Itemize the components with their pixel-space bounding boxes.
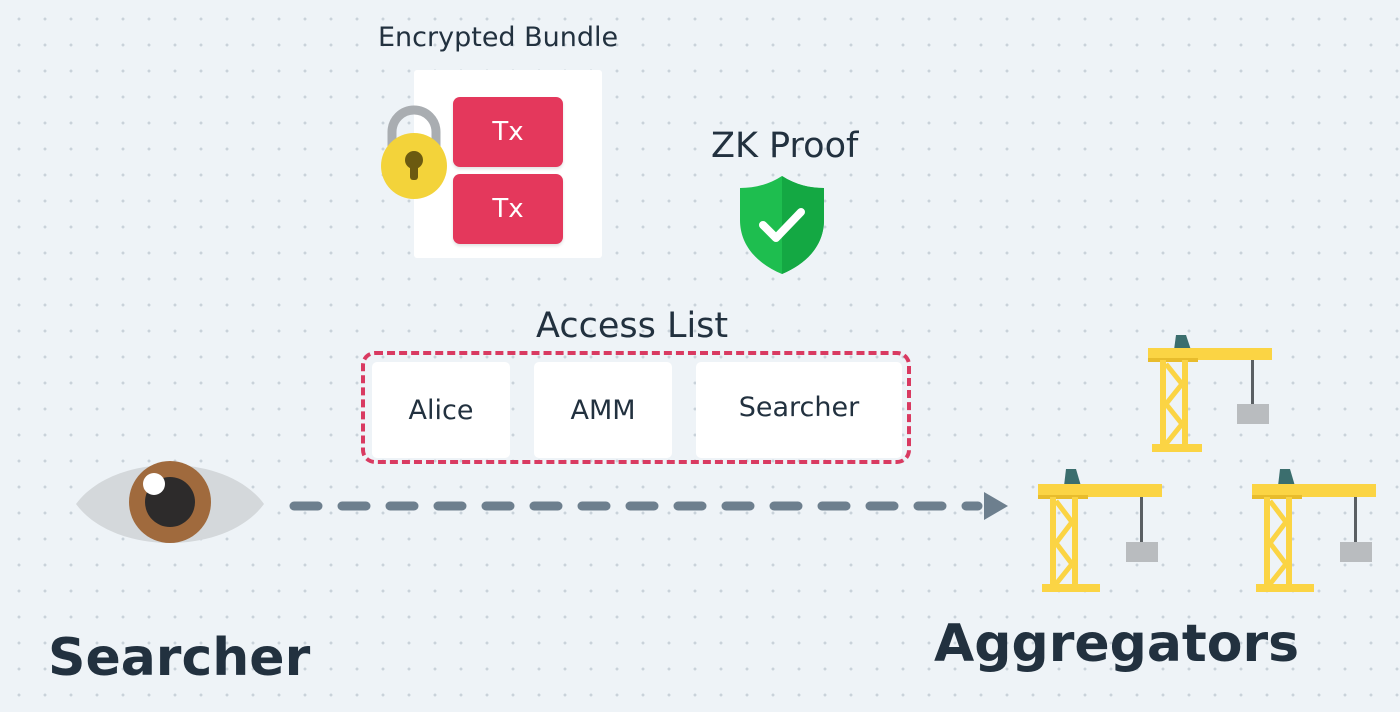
aggregators-label: Aggregators bbox=[934, 614, 1300, 674]
access-list-title: Access List bbox=[536, 306, 729, 346]
shield-check-icon bbox=[738, 174, 826, 280]
access-list-border bbox=[361, 351, 911, 464]
lock-icon bbox=[378, 96, 450, 208]
access-list-item-searcher: Searcher bbox=[696, 362, 902, 458]
access-list-item-alice: Alice bbox=[372, 362, 510, 458]
zk-proof-title: ZK Proof bbox=[711, 126, 859, 166]
searcher-label: Searcher bbox=[48, 628, 311, 688]
arrow-right-icon bbox=[286, 486, 1016, 530]
encrypted-bundle-title: Encrypted Bundle bbox=[378, 22, 619, 53]
crane-icon bbox=[1036, 466, 1166, 598]
transaction-box: Tx bbox=[453, 97, 563, 167]
transaction-box: Tx bbox=[453, 174, 563, 244]
crane-icon bbox=[1250, 466, 1380, 598]
access-list-item-amm: AMM bbox=[534, 362, 672, 458]
eye-icon bbox=[74, 444, 266, 568]
crane-icon bbox=[1146, 332, 1276, 458]
